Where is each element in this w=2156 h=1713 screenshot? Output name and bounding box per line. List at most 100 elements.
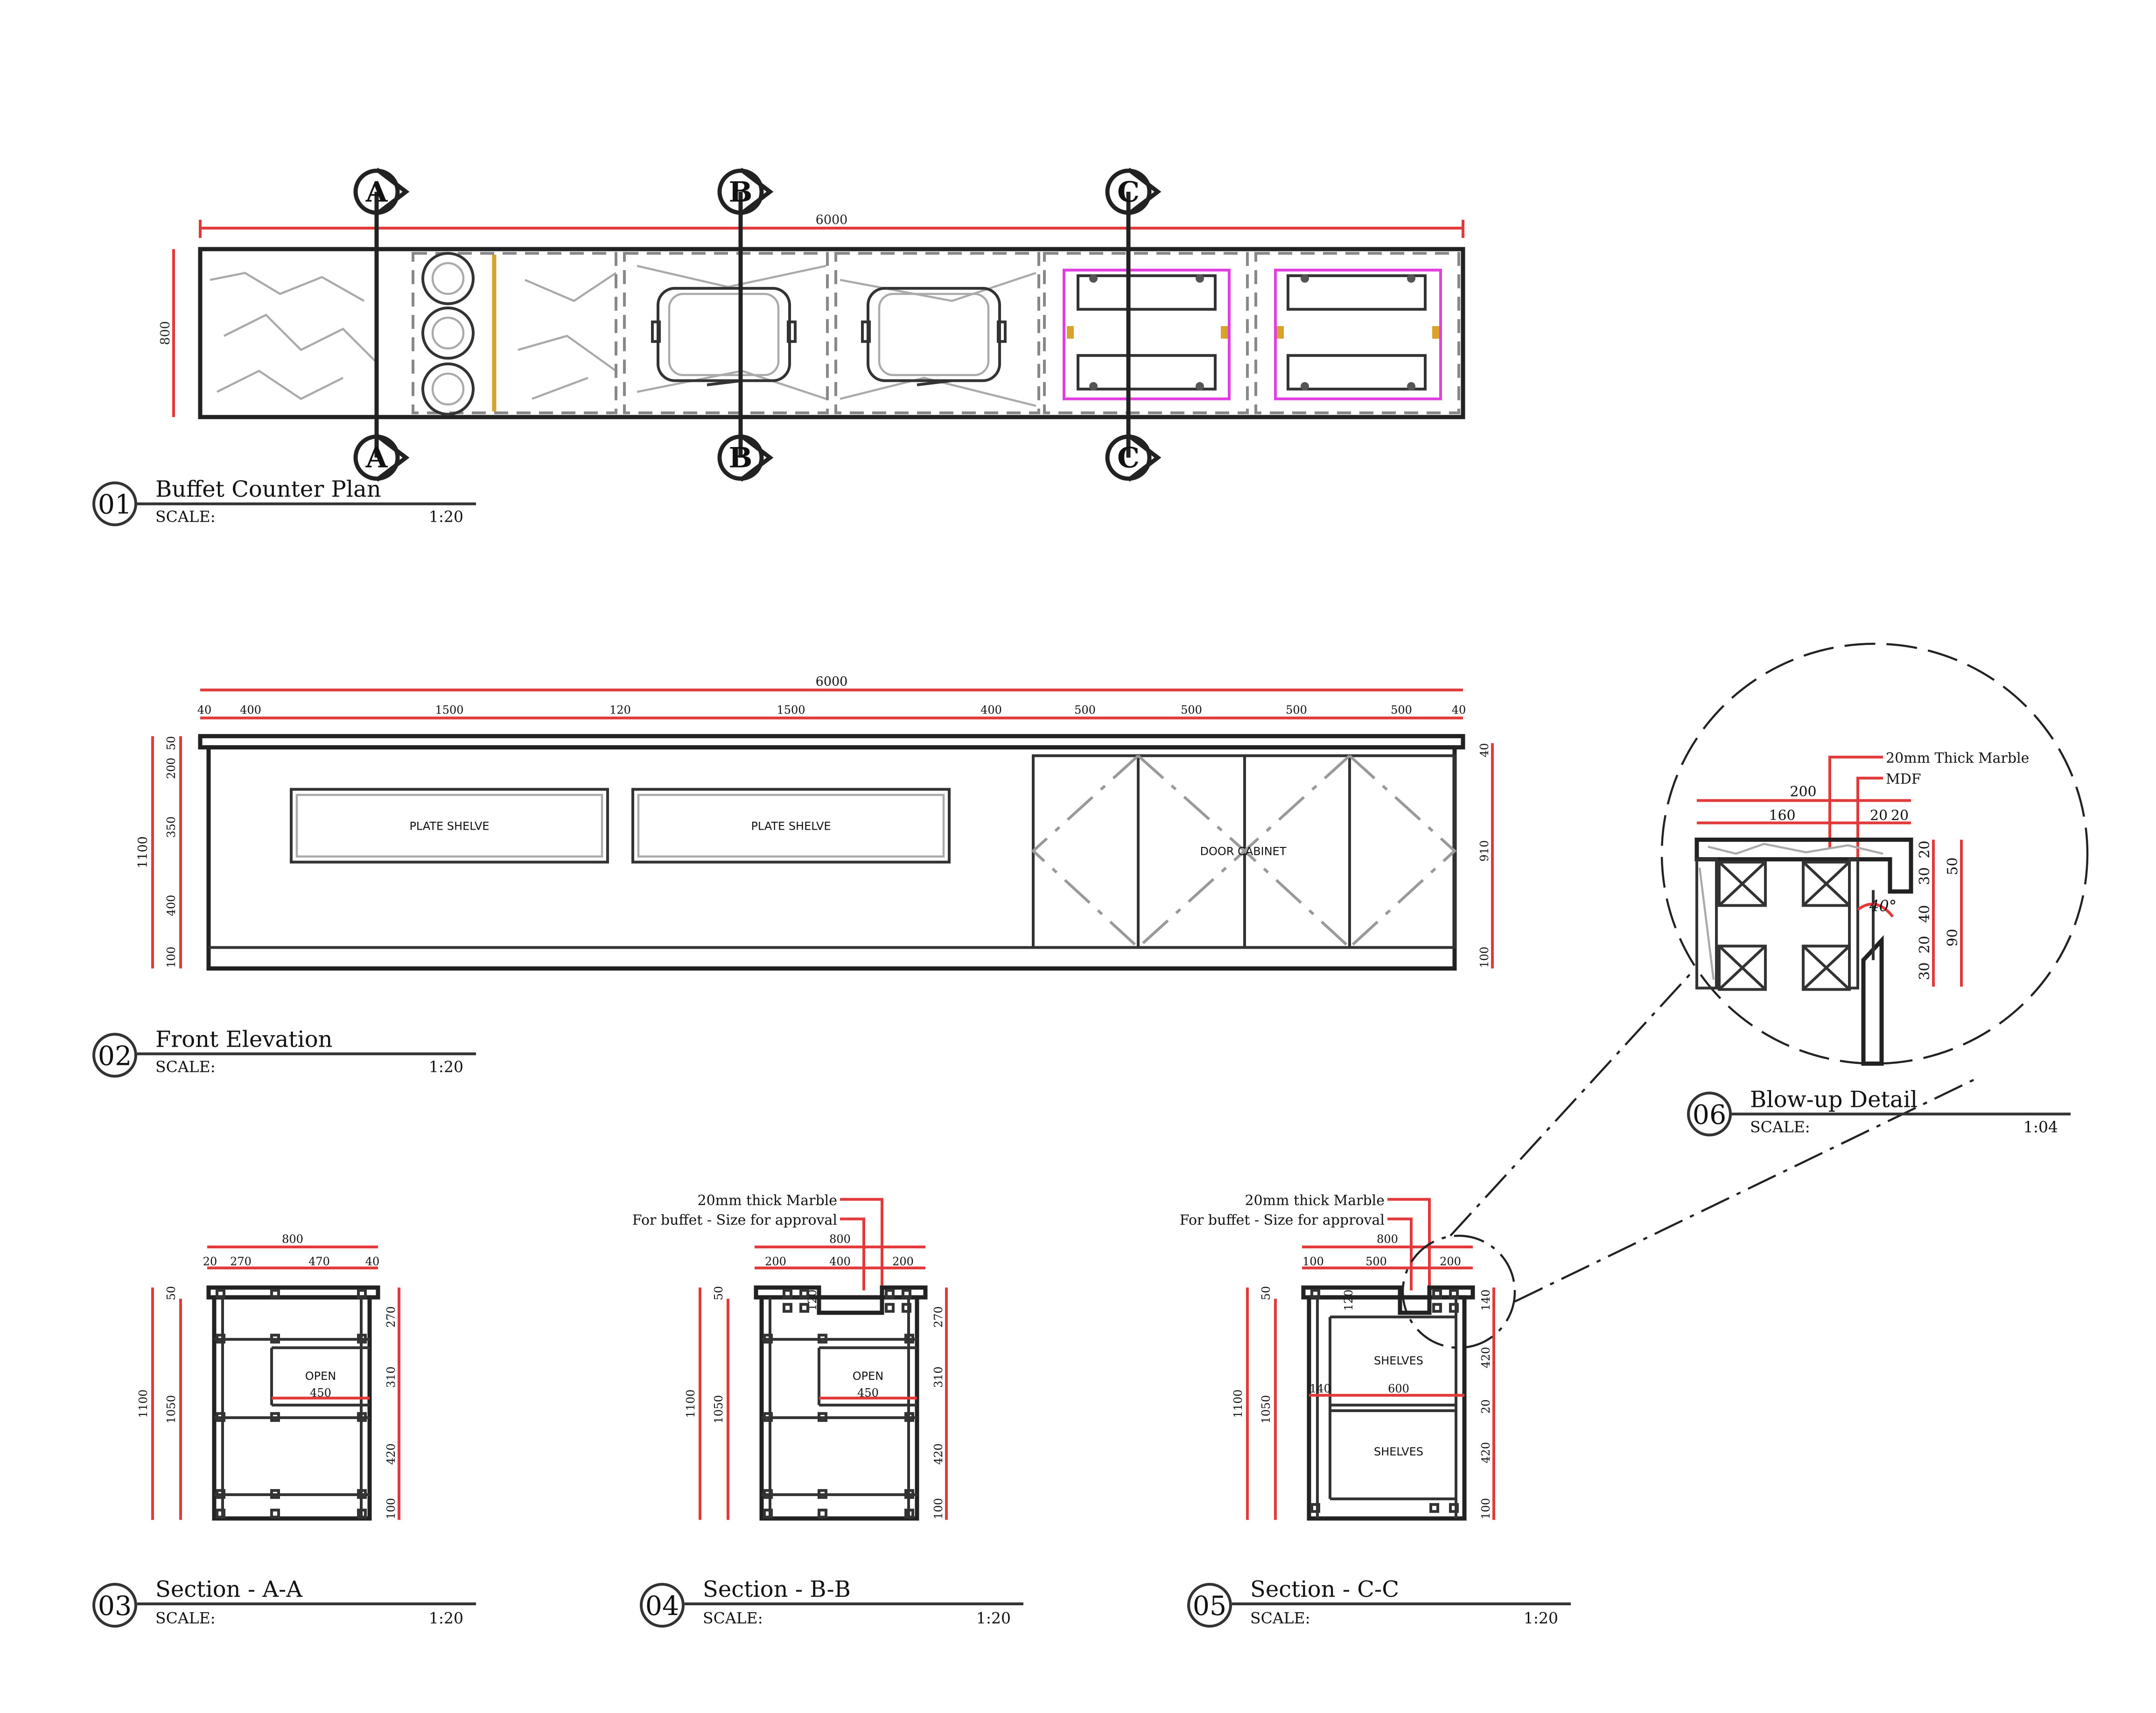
svg-text:50: 50 bbox=[165, 736, 178, 750]
svg-text:450: 450 bbox=[857, 1386, 879, 1399]
svg-text:SCALE:: SCALE: bbox=[155, 1057, 216, 1076]
svg-text:1:20: 1:20 bbox=[1524, 1609, 1558, 1627]
svg-text:20mm Thick Marble: 20mm Thick Marble bbox=[1886, 750, 2029, 767]
svg-text:For buffet - Size for approval: For buffet - Size for approval bbox=[1180, 1212, 1385, 1228]
chafing-dish-icon bbox=[861, 287, 1007, 386]
svg-text:20: 20 bbox=[203, 1255, 217, 1268]
svg-text:1:04: 1:04 bbox=[2023, 1118, 2058, 1136]
elevation-dim-total: 6000 bbox=[816, 675, 848, 689]
svg-text:C: C bbox=[1117, 442, 1140, 475]
svg-text:800: 800 bbox=[1377, 1232, 1398, 1245]
detail-title: Blow-up Detail bbox=[1750, 1086, 1918, 1112]
section-b-b: 20mm thick Marble For buffet - Size for … bbox=[632, 1192, 1023, 1628]
svg-text:PLATE SHELVE: PLATE SHELVE bbox=[409, 820, 489, 833]
chafing-dish-icon bbox=[651, 287, 797, 386]
svg-text:03: 03 bbox=[98, 1591, 132, 1622]
buffet-counter-plan: 6000 800 bbox=[92, 168, 1465, 526]
svg-text:90: 90 bbox=[1945, 929, 1961, 946]
svg-text:OPEN: OPEN bbox=[853, 1370, 883, 1383]
section-b-title: Section - B-B bbox=[703, 1576, 851, 1602]
cabinet-plan-icon bbox=[1274, 268, 1442, 400]
svg-text:SCALE:: SCALE: bbox=[155, 1609, 216, 1627]
svg-text:470: 470 bbox=[308, 1255, 330, 1268]
svg-text:400: 400 bbox=[165, 895, 178, 916]
svg-text:310: 310 bbox=[932, 1366, 945, 1388]
svg-text:140: 140 bbox=[1309, 1382, 1331, 1395]
svg-text:1:20: 1:20 bbox=[429, 1609, 463, 1627]
svg-text:A: A bbox=[365, 176, 388, 209]
svg-text:1050: 1050 bbox=[1260, 1395, 1273, 1424]
svg-text:200: 200 bbox=[892, 1255, 914, 1268]
plan-number: 01 bbox=[98, 489, 132, 520]
elevation-left-total: 1100 bbox=[136, 836, 150, 868]
svg-text:100: 100 bbox=[385, 1498, 398, 1519]
svg-text:200: 200 bbox=[1440, 1255, 1461, 1268]
svg-text:06: 06 bbox=[1693, 1099, 1727, 1130]
svg-text:30: 30 bbox=[1917, 867, 1933, 885]
svg-text:270: 270 bbox=[932, 1306, 945, 1328]
svg-text:420: 420 bbox=[932, 1443, 945, 1465]
svg-text:For buffet - Size for approval: For buffet - Size for approval bbox=[632, 1212, 837, 1228]
svg-text:800: 800 bbox=[829, 1232, 851, 1245]
svg-text:40: 40 bbox=[365, 1255, 380, 1268]
svg-text:1100: 1100 bbox=[137, 1390, 150, 1418]
svg-text:200: 200 bbox=[165, 758, 178, 779]
svg-text:500: 500 bbox=[1074, 704, 1096, 717]
svg-text:SCALE:: SCALE: bbox=[1750, 1118, 1810, 1136]
svg-text:420: 420 bbox=[1479, 1347, 1492, 1368]
section-marker-b-top: B bbox=[717, 168, 774, 216]
svg-text:910: 910 bbox=[1478, 840, 1491, 862]
svg-text:SHELVES: SHELVES bbox=[1374, 1445, 1423, 1458]
elevation-title: Front Elevation bbox=[155, 1026, 333, 1052]
svg-text:420: 420 bbox=[1479, 1442, 1492, 1463]
svg-text:B: B bbox=[729, 176, 753, 209]
svg-text:800: 800 bbox=[282, 1232, 303, 1245]
svg-text:400: 400 bbox=[240, 704, 261, 717]
plan-dim-length: 6000 bbox=[816, 213, 848, 227]
svg-text:30: 30 bbox=[1917, 962, 1933, 980]
svg-text:270: 270 bbox=[230, 1255, 252, 1268]
plate-shelve-1 bbox=[290, 788, 609, 864]
svg-text:40: 40 bbox=[1478, 743, 1491, 757]
svg-text:C: C bbox=[1117, 176, 1140, 209]
svg-text:50: 50 bbox=[1260, 1286, 1273, 1300]
svg-text:50: 50 bbox=[165, 1286, 178, 1300]
svg-text:20: 20 bbox=[1917, 840, 1933, 858]
svg-text:100: 100 bbox=[1302, 1255, 1324, 1268]
svg-text:500: 500 bbox=[1286, 704, 1307, 717]
section-marker-c-bottom: C bbox=[1105, 433, 1162, 482]
svg-text:140: 140 bbox=[1479, 1289, 1492, 1311]
svg-text:50: 50 bbox=[712, 1286, 725, 1300]
blow-up-detail: 20mm Thick Marble MDF 200 160 20 20 20 3… bbox=[1401, 643, 2089, 1349]
svg-text:1500: 1500 bbox=[435, 704, 463, 717]
svg-text:420: 420 bbox=[385, 1443, 398, 1465]
svg-text:400: 400 bbox=[980, 704, 1002, 717]
section-c-title: Section - C-C bbox=[1250, 1576, 1399, 1602]
plan-scale-value: 1:20 bbox=[429, 508, 463, 526]
plan-title: Buffet Counter Plan bbox=[155, 476, 381, 503]
svg-text:1050: 1050 bbox=[165, 1395, 178, 1424]
svg-text:20mm thick Marble: 20mm thick Marble bbox=[1245, 1192, 1385, 1209]
svg-text:1500: 1500 bbox=[777, 704, 805, 717]
svg-text:40: 40 bbox=[197, 704, 212, 717]
svg-text:20mm thick Marble: 20mm thick Marble bbox=[698, 1192, 837, 1209]
section-c-c: 20mm thick Marble For buffet - Size for … bbox=[1180, 1192, 1571, 1628]
svg-text:20: 20 bbox=[1870, 808, 1888, 824]
svg-text:SHELVES: SHELVES bbox=[1374, 1354, 1423, 1367]
svg-text:SCALE:: SCALE: bbox=[703, 1609, 763, 1627]
section-a-title: Section - A-A bbox=[155, 1576, 303, 1602]
svg-text:200: 200 bbox=[765, 1255, 786, 1268]
svg-text:200: 200 bbox=[1790, 784, 1816, 800]
svg-text:600: 600 bbox=[1388, 1382, 1409, 1395]
svg-text:450: 450 bbox=[310, 1386, 331, 1399]
svg-text:1:20: 1:20 bbox=[429, 1057, 463, 1076]
svg-text:100: 100 bbox=[1479, 1498, 1492, 1519]
svg-text:1100: 1100 bbox=[1232, 1390, 1245, 1418]
section-marker-c-top: C bbox=[1105, 168, 1162, 216]
svg-text:A: A bbox=[365, 442, 388, 475]
svg-text:310: 310 bbox=[385, 1366, 398, 1388]
svg-text:50: 50 bbox=[1945, 857, 1961, 875]
section-marker-a-top: A bbox=[353, 168, 410, 216]
section-marker-b-bottom: B bbox=[717, 433, 774, 482]
